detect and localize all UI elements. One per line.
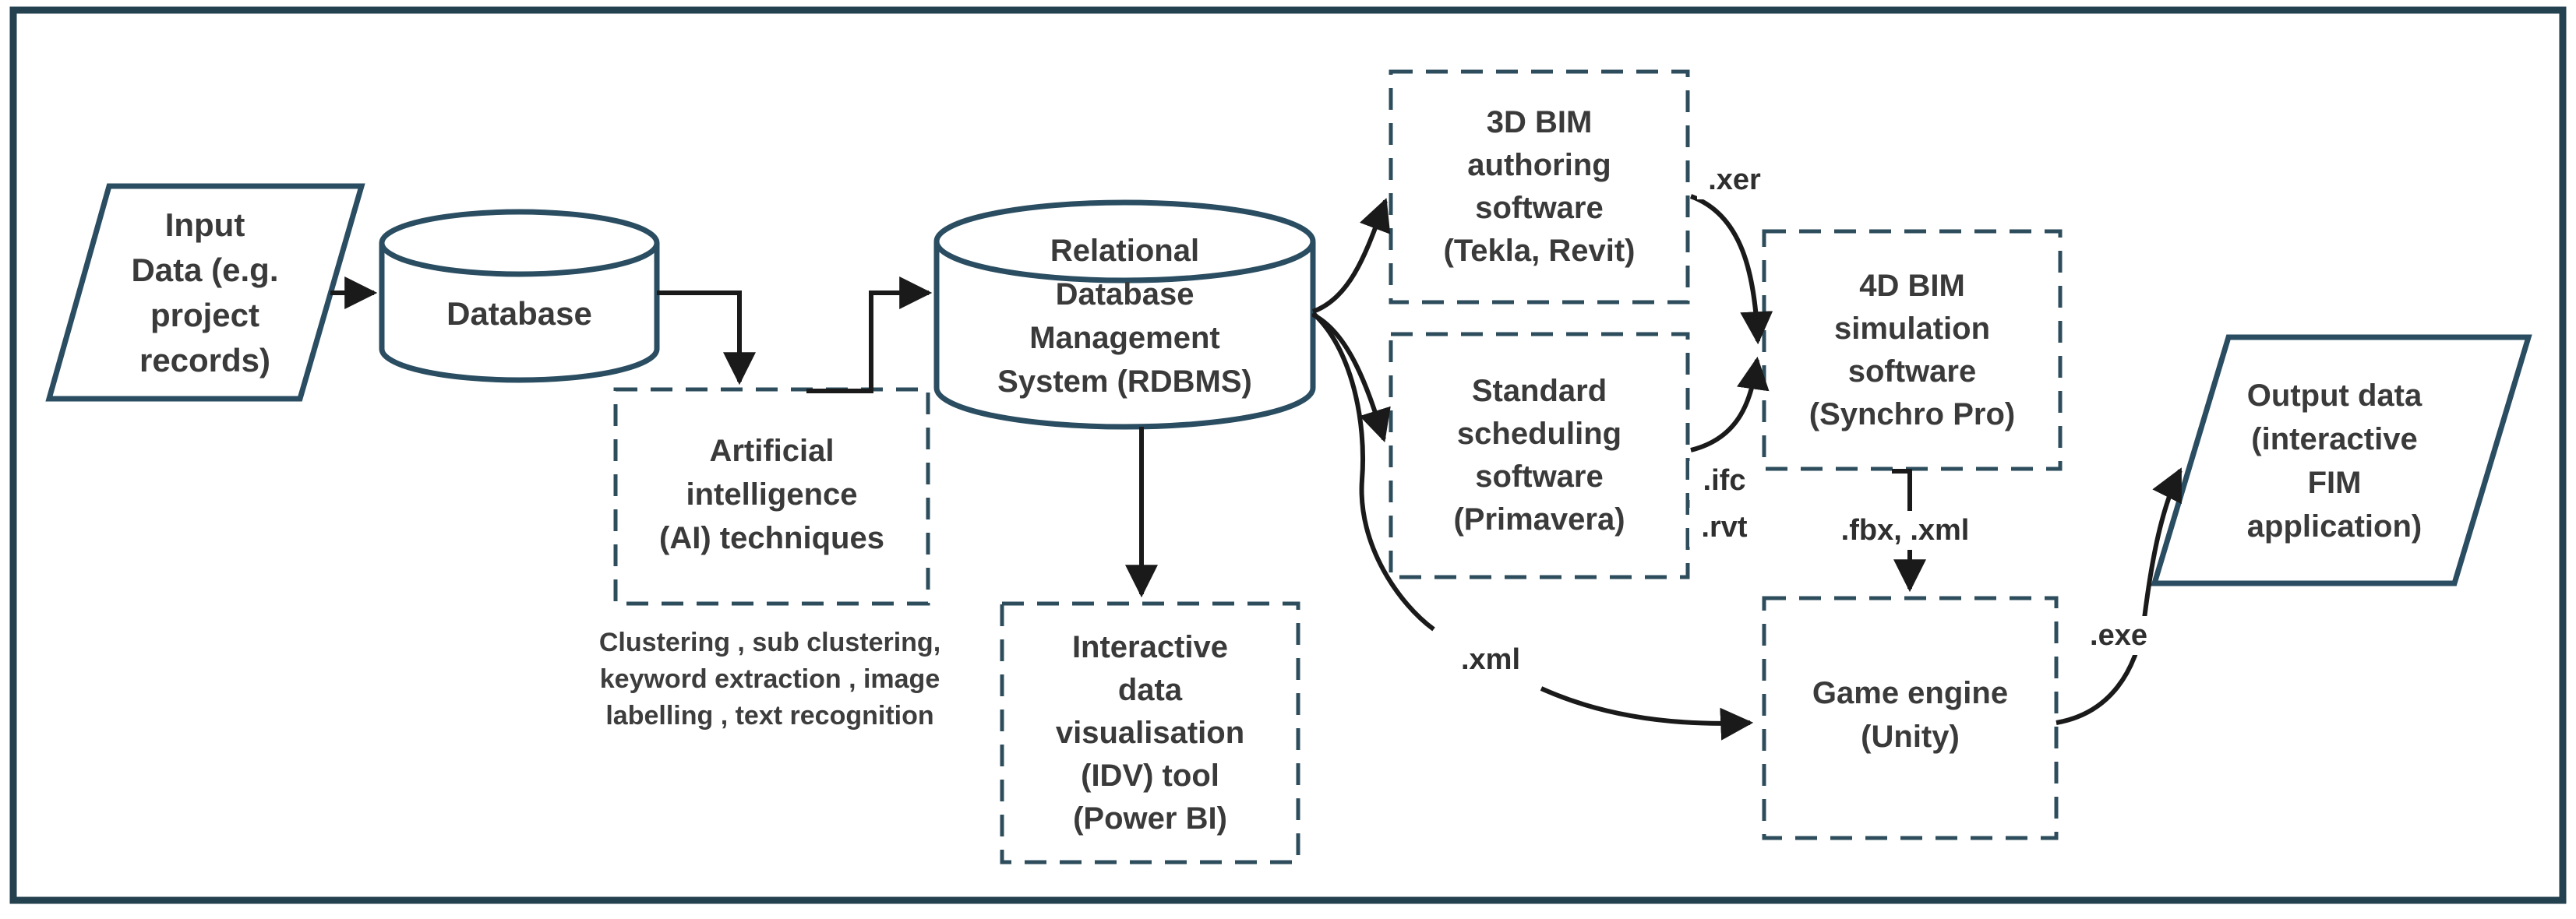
arrow-xml-to-game: [1540, 686, 1754, 741]
arrow-sched-to-bim4d: [1690, 356, 1770, 452]
rdbms-cylinder-shape: [933, 199, 1316, 430]
stub-bim4d-bottom: [1892, 469, 1912, 511]
curve-rdbms-to-xml: [1311, 311, 1435, 632]
bim4d-box-shape: [1762, 229, 2063, 471]
game-box-shape: [1762, 596, 2059, 840]
sched-box-shape: [1389, 332, 1690, 579]
bim3d-box-shape: [1389, 69, 1690, 305]
arrow-ai-to-rdbms: [806, 276, 933, 393]
input-parallelogram-shape: [45, 183, 365, 402]
arrow-bim3d-to-bim4d: [1689, 194, 1773, 345]
arrow-database-to-ai: [657, 290, 756, 386]
idv-box-shape: [1000, 601, 1300, 864]
database-cylinder-shape: [379, 209, 660, 383]
ai-box-shape: [613, 387, 930, 606]
arrow-rdbms-to-bim3d: [1311, 198, 1391, 314]
